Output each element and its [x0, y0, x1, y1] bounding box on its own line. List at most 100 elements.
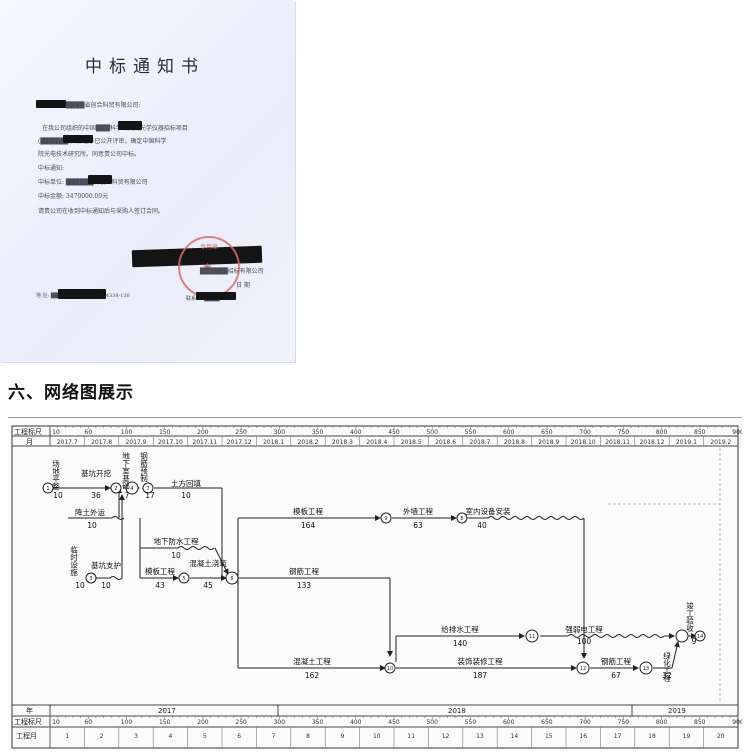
top-month-label: 月	[26, 438, 33, 446]
activity-name: 基坑开挖	[81, 468, 111, 478]
bottom-month-cell: 18	[648, 733, 656, 740]
activity-duration: 43	[155, 581, 165, 590]
top-month-cell: 2018.4	[366, 439, 387, 446]
bottom-month-cell: 10	[373, 733, 381, 740]
activity-duration: 40	[477, 521, 487, 530]
node-label: 7	[146, 486, 149, 492]
bottom-month-cell: 2	[100, 733, 104, 740]
activity-duration: 9	[692, 637, 697, 646]
bottom-month-cell: 7	[272, 733, 276, 740]
top-scale-tick: 150	[159, 429, 171, 436]
bottom-month-cell: 1	[65, 733, 69, 740]
top-month-cell: 2017.7	[57, 439, 78, 446]
bottom-scale-tick: 200	[197, 719, 209, 726]
node-label: 8	[460, 516, 463, 522]
bottom-month-cell: 17	[614, 733, 622, 740]
top-scale-tick: 850	[694, 429, 706, 436]
star-icon: ★	[202, 260, 213, 274]
activity-name: 竣工验收	[685, 601, 694, 634]
activity-name: 降土外运	[75, 507, 105, 517]
activity-duration: 140	[453, 639, 468, 648]
bottom-scale-tick: 700	[579, 719, 591, 726]
activity-duration: 10	[75, 581, 85, 590]
redaction-bar	[88, 175, 112, 184]
bottom-scale-tick: 750	[618, 719, 630, 726]
bottom-scale-tick: 550	[465, 719, 477, 726]
top-month-cell: 2018.5	[401, 439, 422, 446]
top-scale-tick: 550	[465, 429, 477, 436]
activity-duration: 10	[181, 491, 191, 500]
bottom-scale-tick: 300	[274, 719, 286, 726]
node-label: 4	[130, 486, 133, 492]
activity-name: 模板工程	[145, 566, 175, 576]
redaction-bar	[63, 135, 93, 143]
activity-name: 给排水工程	[441, 624, 479, 634]
top-month-cell: 2017.10	[158, 439, 183, 446]
node-labels: 1 2 3 4 5 6 7 9 8 11 12 10 13 14	[46, 486, 703, 672]
top-scale-tick: 500	[426, 429, 438, 436]
top-month-cell: 2017.11	[192, 439, 217, 446]
bottom-month-cell: 19	[683, 733, 691, 740]
node-label: 9	[384, 516, 387, 522]
bottom-month-cell: 14	[511, 733, 519, 740]
top-scale-tick: 100	[121, 429, 133, 436]
bottom-scale-tick: 60	[84, 719, 92, 726]
top-scale-tick: 750	[618, 429, 630, 436]
top-month-cell: 2019.2	[710, 439, 731, 446]
section-heading: 六、网络图展示	[8, 383, 134, 403]
redaction-bar	[36, 100, 66, 108]
bottom-year-label: 年	[26, 706, 33, 715]
activity-duration: 32	[662, 671, 672, 680]
activity-name: 地下室基础	[121, 451, 130, 491]
bottom-scale-tick: 800	[656, 719, 668, 726]
top-scale-tick: 400	[350, 429, 362, 436]
top-scale-tick: 450	[388, 429, 400, 436]
node-label: 14	[697, 634, 703, 640]
node-label: 2	[114, 486, 117, 492]
bottom-scale-tick: 150	[159, 719, 171, 726]
bottom-month-cell: 4	[168, 733, 172, 740]
activity-duration: 17	[145, 491, 155, 500]
diagram-border	[11, 425, 739, 749]
top-month-cell: 2018.6	[435, 439, 456, 446]
node-label: 3	[89, 576, 92, 582]
bottom-month-cell: 8	[306, 733, 310, 740]
top-month-cell: 2017.8	[91, 439, 112, 446]
top-scale-tick: 700	[579, 429, 591, 436]
activity-duration: 10	[101, 581, 111, 590]
letter-body-line: 在我公司组织的中国███科学研究院光学仪器招标项目	[42, 125, 188, 132]
activity-name: 绿化工程	[662, 652, 671, 684]
bottom-scale-tick: 450	[388, 719, 400, 726]
letter-body-line: (██████)招标程序已公开评审，确定中国科学	[38, 138, 167, 145]
redaction-bar	[58, 289, 106, 299]
bottom-scale-tick: 400	[350, 719, 362, 726]
top-month-cell: 2018.3	[332, 439, 353, 446]
top-scale-tick: 250	[235, 429, 247, 436]
top-scale-tick: 350	[312, 429, 324, 436]
top-month-cell: 2018.7	[470, 439, 491, 446]
letter-body-line: 请贵公司在收到中标通知后与采购人签订合同。	[38, 208, 165, 215]
bottom-scale-tick: 350	[312, 719, 324, 726]
bottom-scale-tick: 500	[426, 719, 438, 726]
activity-name: 强弱电工程	[565, 624, 603, 634]
node-label: 13	[643, 666, 649, 672]
top-scale-tick: 200	[197, 429, 209, 436]
activity-duration: 162	[305, 671, 320, 680]
top-scale-tick: 900	[732, 429, 742, 436]
top-scale-tick: 650	[541, 429, 553, 436]
top-scale-label: 工程标尺	[14, 427, 42, 436]
bottom-scale-tick: 10	[52, 719, 60, 726]
activity-name: 室内设备安装	[466, 506, 511, 516]
letter-body-line: 院光电技术研究所。同意贵公司中标。	[38, 151, 141, 158]
top-scale-tick: 800	[656, 429, 668, 436]
activity-name: 混凝土浇筑	[189, 558, 227, 568]
activity-duration: 36	[91, 491, 101, 500]
activity-name: 外墙工程	[403, 506, 433, 516]
year-label-2019: 2019	[668, 707, 686, 715]
bottom-month-cell: 6	[237, 733, 241, 740]
bottom-month-cell: 5	[203, 733, 207, 740]
bottom-month-cell: 11	[407, 733, 415, 740]
